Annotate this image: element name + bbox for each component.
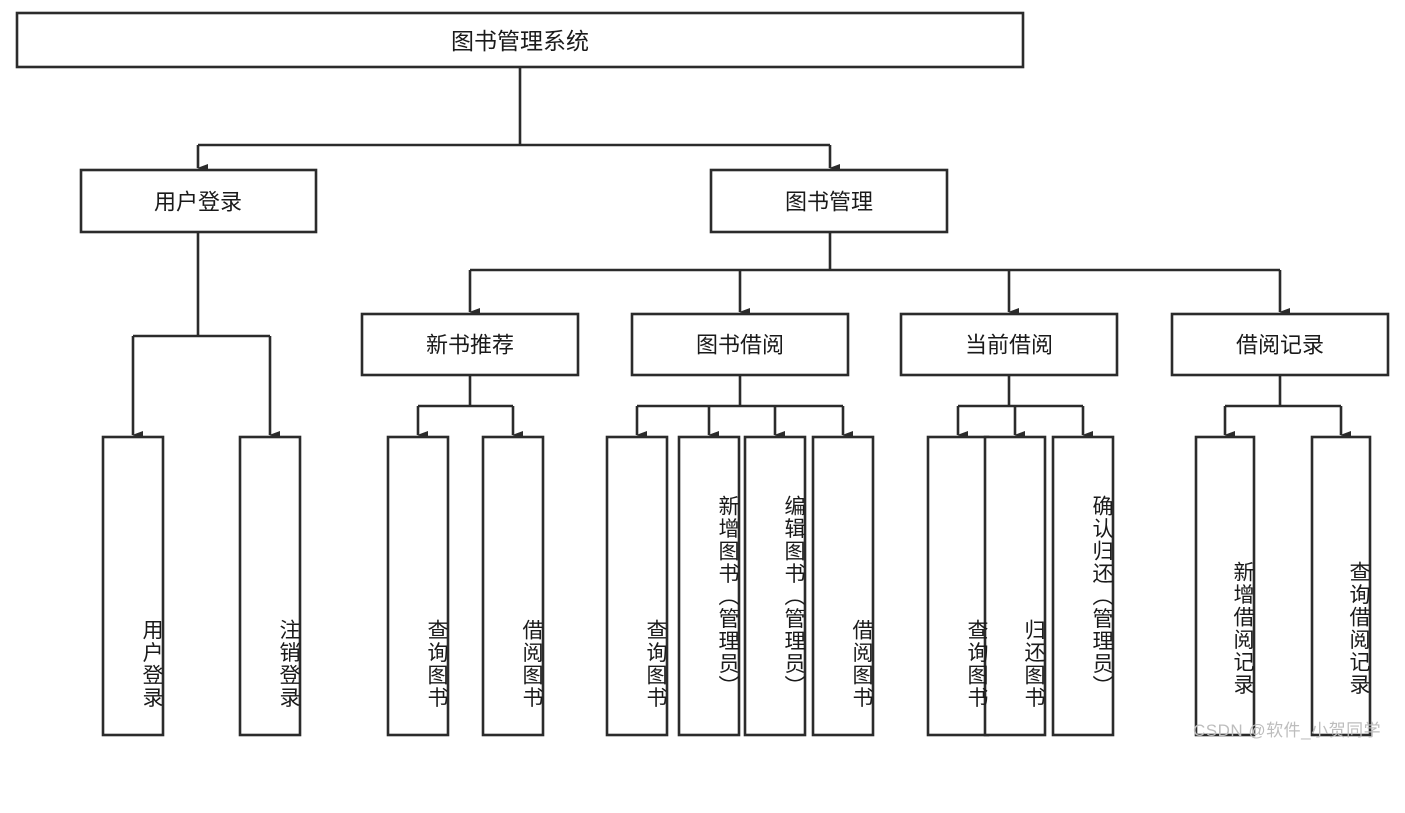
connector-booklogin-to-leaves [131,232,281,440]
node-user-login-label: 用户登录 [154,190,242,215]
csdn-watermark: CSDN @软件_小贺同学 [1193,721,1382,740]
leaf-box-confirm-return[interactable] [1051,435,1115,737]
hierarchy-diagram: 图书管理系统 用户登录 图书管理 新书推荐 图书借阅 当前借阅 借阅记录 [15,11,1390,737]
connector-newbook-to-leaves [416,375,524,440]
node-current-borrow-label: 当前借阅 [965,333,1053,358]
node-book-manage-label: 图书管理 [785,190,873,215]
node-new-book-recommend-label: 新书推荐 [426,333,514,358]
node-user-login-box[interactable] [79,168,318,234]
leaf-boxes [101,435,1372,737]
node-book-borrow-label: 图书借阅 [696,333,784,358]
leaf-box-query-book-2[interactable] [605,435,669,737]
node-book-manage[interactable]: 图书管理 [709,168,949,234]
leaf-box-add-book[interactable] [677,435,741,737]
node-borrow-record-label: 借阅记录 [1236,333,1324,358]
node-book-borrow-box[interactable] [630,312,850,377]
diagram-canvas: 图书管理系统 用户登录 图书管理 新书推荐 图书借阅 当前借阅 借阅记录 [15,11,1390,740]
connector-bookborrow-to-leaves [635,375,854,440]
node-current-borrow[interactable]: 当前借阅 [899,312,1119,377]
leaf-box-borrow-book-2[interactable] [811,435,875,737]
leaf-box-user-login[interactable] [101,435,165,737]
leaf-box-query-record[interactable] [1310,435,1372,737]
leaf-box-logout-login[interactable] [238,435,302,737]
node-new-book-recommend[interactable]: 新书推荐 [360,312,580,377]
connector-borrowrecord-to-leaves [1223,375,1352,440]
leaf-box-edit-book[interactable] [743,435,807,737]
leaf-box-query-book-1[interactable] [386,435,450,737]
node-root[interactable]: 图书管理系统 [15,11,1025,69]
connector-bookmanage-to-level3 [468,232,1291,317]
leaf-box-borrow-book-1[interactable] [481,435,545,737]
node-current-borrow-box[interactable] [899,312,1119,377]
node-root-label: 图书管理系统 [451,28,589,54]
leaf-box-add-record[interactable] [1194,435,1256,737]
node-borrow-record-box[interactable] [1170,312,1390,377]
connector-root-to-level2 [196,67,841,173]
node-new-book-recommend-box[interactable] [360,312,580,377]
leaf-box-return-book[interactable] [983,435,1047,737]
node-book-manage-box[interactable] [709,168,949,234]
node-book-borrow[interactable]: 图书借阅 [630,312,850,377]
node-root-box[interactable] [15,11,1025,69]
leaf-box-query-book-3[interactable] [926,435,990,737]
connector-currentborrow-to-leaves [956,375,1094,440]
node-user-login[interactable]: 用户登录 [79,168,318,234]
node-borrow-record[interactable]: 借阅记录 [1170,312,1390,377]
